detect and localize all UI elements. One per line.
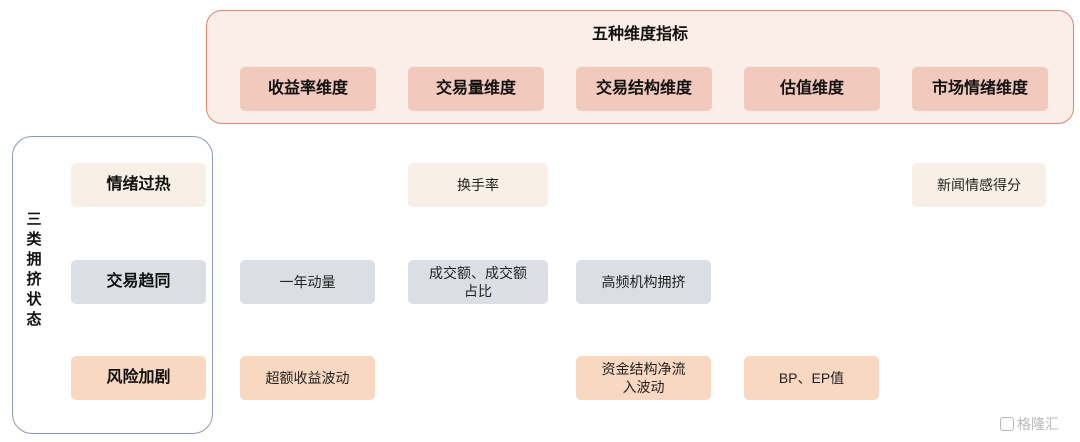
state-overheat: 情绪过热 (71, 163, 206, 207)
watermark: 格隆汇 (1000, 414, 1059, 434)
cell-overheat-sentiment: 新闻情感得分 (912, 163, 1046, 207)
dimension-sentiment: 市场情绪维度 (912, 67, 1048, 111)
state-risk: 风险加剧 (71, 356, 206, 400)
dimension-trade-structure: 交易结构维度 (576, 67, 712, 111)
states-title: 三 类 拥 挤 状 态 (26, 211, 42, 328)
watermark-text: 格隆汇 (1017, 416, 1059, 432)
cell-risk-valuation: BP、EP值 (744, 356, 879, 400)
cell-herding-trade-structure: 高频机构拥挤 (576, 260, 711, 304)
dimensions-title: 五种维度指标 (591, 26, 688, 43)
state-herding: 交易趋同 (71, 260, 206, 304)
cell-risk-trade-structure: 资金结构净流 入波动 (576, 356, 711, 400)
dimension-return: 收益率维度 (240, 67, 376, 111)
logo-icon (1000, 417, 1014, 431)
cell-herding-trade-volume: 成交额、成交额 占比 (408, 260, 548, 304)
cell-herding-return: 一年动量 (240, 260, 375, 304)
cell-risk-return: 超额收益波动 (240, 356, 375, 400)
dimension-trade-volume: 交易量维度 (408, 67, 544, 111)
dimension-valuation: 估值维度 (744, 67, 880, 111)
cell-overheat-trade-volume: 换手率 (408, 163, 548, 207)
